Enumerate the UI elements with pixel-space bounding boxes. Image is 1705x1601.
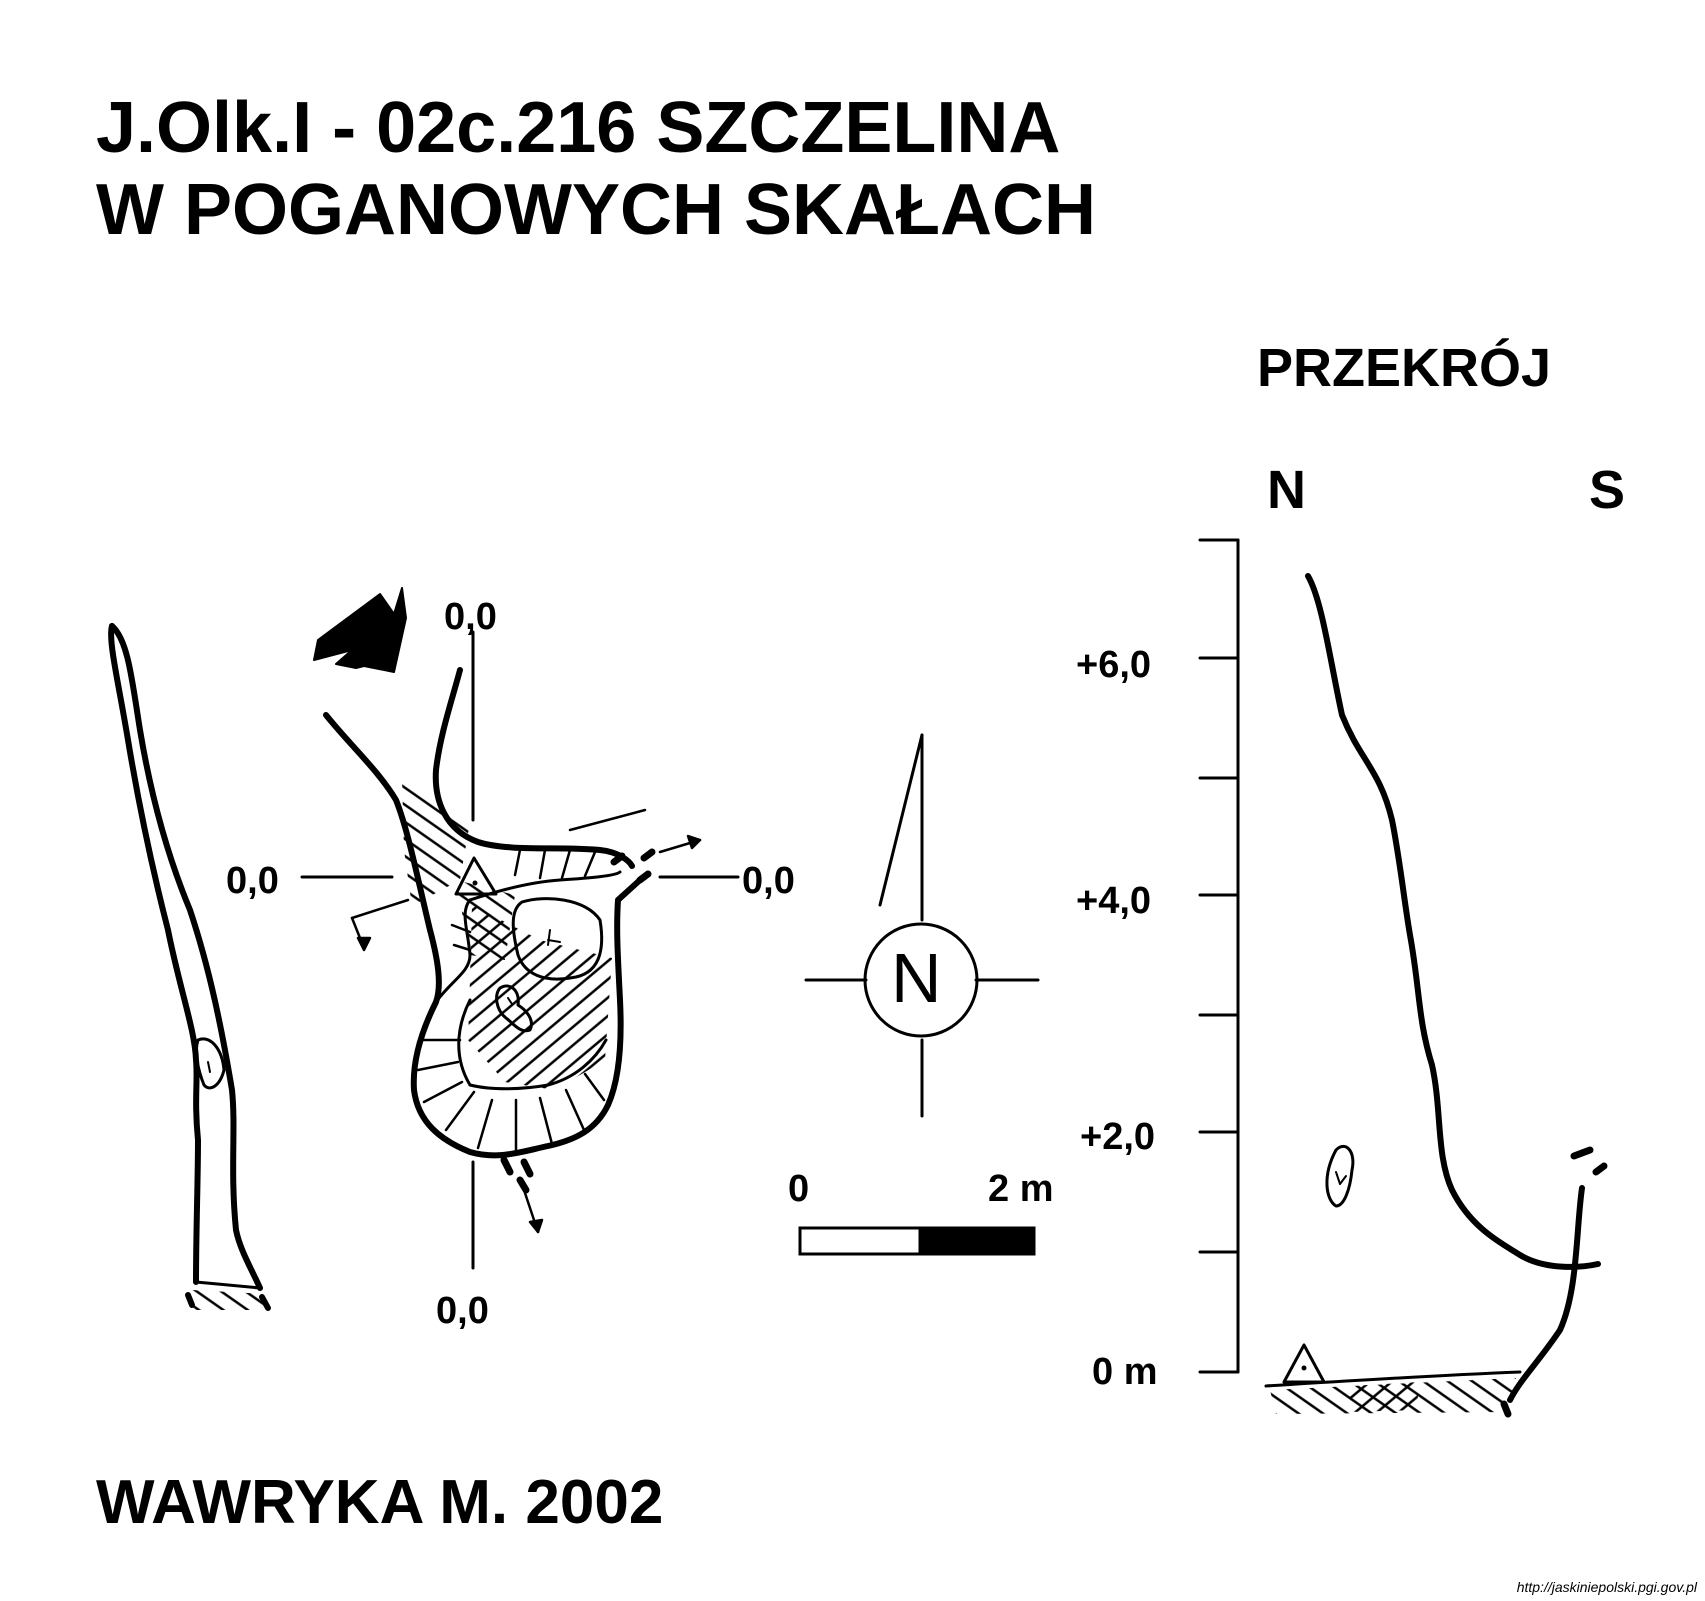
map-title-line-2: W POGANOWYCH SKAŁACH	[96, 170, 1096, 250]
plan-inner-edge-south	[468, 1038, 608, 1091]
elevation-label-plus-2: +2,0	[1080, 1116, 1156, 1158]
section-opening-dashes	[1570, 1146, 1608, 1176]
cross-section-view	[1198, 538, 1608, 1418]
scale-bar-white-segment	[798, 1226, 922, 1256]
north-circle	[863, 922, 979, 1038]
wall-tick-marks	[416, 808, 647, 1154]
elevation-label-plus-4: +4,0	[1076, 880, 1152, 922]
plan-axis-label-top: 0,0	[444, 596, 497, 638]
scale-bar-label-start: 0	[788, 1168, 810, 1210]
opening-dashes-south	[500, 1156, 534, 1194]
scale-bar	[798, 1226, 1036, 1256]
elevation-label-zero: 0 m	[1092, 1351, 1158, 1393]
section-station-triangle	[1282, 1343, 1326, 1384]
section-direction-north: N	[1267, 460, 1306, 520]
section-floor-hatch-2	[1350, 1382, 1420, 1412]
section-wall-south	[1507, 1185, 1585, 1403]
section-wall-north	[1308, 576, 1524, 1218]
flow-arrow-east	[658, 834, 702, 854]
plan-inner-edge-left	[457, 998, 472, 1087]
flow-arrow-west	[350, 898, 410, 952]
source-url: http://jaskiniepolski.pgi.gov.pl	[1516, 1579, 1697, 1595]
boulder-marks	[507, 929, 561, 1005]
elevation-label-plus-6: +6,0	[1076, 644, 1152, 686]
plan-view	[108, 587, 740, 1311]
plan-axis-label-left: 0,0	[226, 860, 279, 902]
plan-axis-label-right: 0,0	[742, 860, 795, 902]
fissure-floor-line	[194, 1280, 262, 1290]
entrance-arrow-icon	[313, 587, 407, 673]
section-wall	[1305, 573, 1601, 1270]
north-letter: N	[891, 939, 942, 1017]
boulder-large	[511, 897, 604, 981]
north-arrow	[804, 733, 1040, 1118]
section-heading: PRZEKRÓJ	[1257, 338, 1552, 398]
survey-station-triangle	[454, 856, 498, 896]
section-boulder	[1325, 1144, 1355, 1208]
scale-bar-label-end: 2 m	[988, 1168, 1054, 1210]
plan-wall-left-lobe	[434, 898, 472, 1004]
map-title-line-1: J.Olk.I - 02c.216 SZCZELINA	[96, 88, 1061, 168]
section-direction-south: S	[1589, 460, 1626, 520]
plan-wall-main	[323, 712, 643, 1159]
flow-arrow-south	[522, 1188, 544, 1234]
opening-dashes-east	[610, 848, 656, 884]
boulder-small	[495, 984, 533, 1033]
scale-bar-black-segment	[918, 1226, 1036, 1256]
elevation-ticks	[1198, 538, 1240, 1374]
fissure-floor-hatch	[190, 1290, 268, 1310]
fissure-outer-wall-right	[109, 623, 263, 1291]
plan-axis-label-bottom: 0,0	[436, 1290, 489, 1332]
author-credit: WAWRYKA M. 2002	[96, 1468, 664, 1537]
plan-wall-north	[432, 667, 635, 869]
fissure-boulder	[194, 1037, 226, 1090]
fissure-outer-wall-left	[108, 623, 201, 1285]
section-floor-line	[1264, 1370, 1522, 1388]
